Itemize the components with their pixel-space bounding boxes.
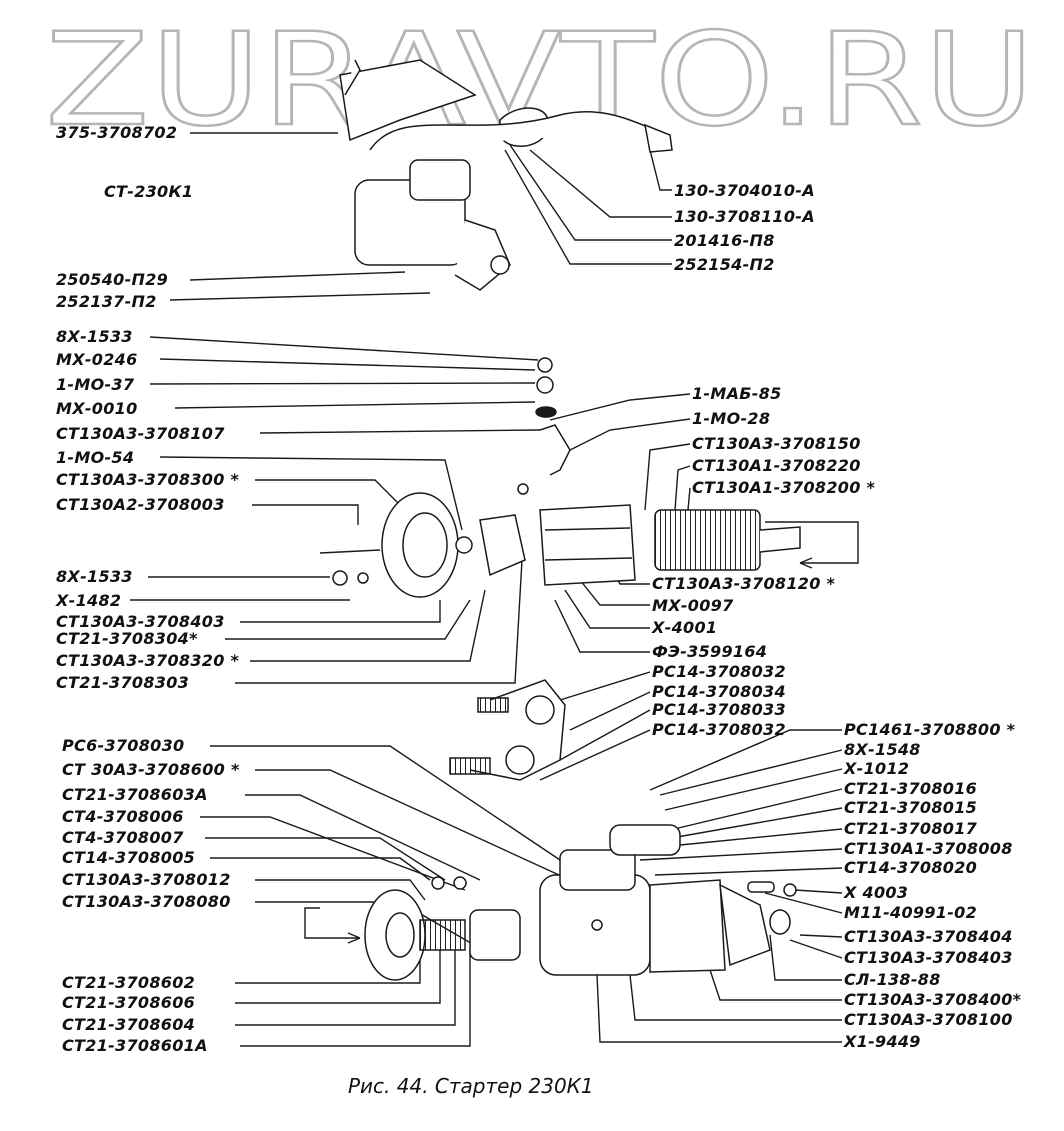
label-375-3708702: 375-3708702 xyxy=(56,123,178,142)
label-st130a3-3708100: СТ130А3-3708100 xyxy=(844,1010,1013,1029)
label-st21-3708602: СТ21-3708602 xyxy=(62,973,196,992)
label-8x-1533-b: 8Х-1533 xyxy=(56,567,133,586)
label-st130a3-3708120: СТ130А3-3708120 * xyxy=(652,574,836,593)
label-1-mo-37: 1-МО-37 xyxy=(56,375,135,394)
label-st130a3-3708404: СТ130А3-3708404 xyxy=(844,927,1013,946)
label-250540-p29: 250540-П29 xyxy=(56,270,169,289)
label-mx-0097: МХ-0097 xyxy=(652,596,734,615)
label-m11-40991-02: М11-40991-02 xyxy=(844,903,977,922)
label-130-3708110-a: 130-3708110-А xyxy=(674,207,815,226)
label-x-4001: Х-4001 xyxy=(652,618,718,637)
label-st14-3708020: СТ14-3708020 xyxy=(844,858,978,877)
label-st130a3-3708400: СТ130А3-3708400* xyxy=(844,990,1022,1009)
label-1-mo-54: 1-МО-54 xyxy=(56,448,135,467)
label-st21-3708601a: СТ21-3708601А xyxy=(62,1036,208,1055)
label-252154-p2: 252154-П2 xyxy=(674,255,775,274)
label-rs1461-3708800: РС1461-3708800 * xyxy=(844,720,1016,739)
label-st4-3708007: СТ4-3708007 xyxy=(62,828,184,847)
label-rs14-3708033: РС14-3708033 xyxy=(652,700,786,719)
label-x-1012: Х-1012 xyxy=(844,759,910,778)
label-1-mab-85: 1-МАБ-85 xyxy=(692,384,782,403)
label-rs14-3708034: РС14-3708034 xyxy=(652,682,786,701)
label-st21-3708304: СТ21-3708304* xyxy=(56,629,198,648)
label-rs14-3708032-b: РС14-3708032 xyxy=(652,720,786,739)
label-201416-p8: 201416-П8 xyxy=(674,231,775,250)
label-st130a2-3708003: СТ130А2-3708003 xyxy=(56,495,225,514)
label-rs6-3708030: РС6-3708030 xyxy=(62,736,185,755)
label-mx-0246: МХ-0246 xyxy=(56,350,138,369)
label-st130a3-3708403-a: СТ130А3-3708403 xyxy=(56,612,225,631)
label-st30a3-3708600: СТ 30А3-3708600 * xyxy=(62,760,240,779)
figure-caption: Рис. 44. Стартер 230К1 xyxy=(348,1074,594,1098)
label-st4-3708006: СТ4-3708006 xyxy=(62,807,184,826)
label-st21-3708303: СТ21-3708303 xyxy=(56,673,190,692)
label-st130a3-3708150: СТ130А3-3708150 xyxy=(692,434,861,453)
label-st130a3-3708300: СТ130А3-3708300 * xyxy=(56,470,240,489)
label-st130a1-3708220: СТ130А1-3708220 xyxy=(692,456,861,475)
label-rs14-3708032-a: РС14-3708032 xyxy=(652,662,786,681)
label-130-3704010-a: 130-3704010-А xyxy=(674,181,815,200)
label-fe-3599164: ФЭ-3599164 xyxy=(652,642,768,661)
label-st130a1-3708008: СТ130А1-3708008 xyxy=(844,839,1013,858)
label-st21-3708017: СТ21-3708017 xyxy=(844,819,978,838)
label-x-1482: Х-1482 xyxy=(56,591,122,610)
label-st130a3-3708080: СТ130А3-3708080 xyxy=(62,892,231,911)
label-st21-3708604: СТ21-3708604 xyxy=(62,1015,196,1034)
label-1-mo-28: 1-МО-28 xyxy=(692,409,771,428)
label-st21-3708603a: СТ21-3708603А xyxy=(62,785,208,804)
label-sl-138-88: СЛ-138-88 xyxy=(844,970,941,989)
label-st130a3-3708320: СТ130А3-3708320 * xyxy=(56,651,240,670)
label-8x-1548: 8Х-1548 xyxy=(844,740,921,759)
label-8x-1533-a: 8Х-1533 xyxy=(56,327,133,346)
label-st130a3-3708012: СТ130А3-3708012 xyxy=(62,870,231,889)
label-x1-9449: Х1-9449 xyxy=(844,1032,921,1051)
label-st21-3708606: СТ21-3708606 xyxy=(62,993,196,1012)
label-st130a3-3708107: СТ130А3-3708107 xyxy=(56,424,225,443)
label-mx-0010: МХ-0010 xyxy=(56,399,138,418)
label-st21-3708015: СТ21-3708015 xyxy=(844,798,978,817)
label-st21-3708016: СТ21-3708016 xyxy=(844,779,978,798)
label-st130a3-3708403-b: СТ130А3-3708403 xyxy=(844,948,1013,967)
label-st-230k1: СТ-230К1 xyxy=(104,182,194,201)
label-252137-p2: 252137-П2 xyxy=(56,292,157,311)
label-st14-3708005: СТ14-3708005 xyxy=(62,848,196,867)
label-x-4003: Х 4003 xyxy=(844,883,909,902)
label-st130a1-3708200: СТ130А1-3708200 * xyxy=(692,478,876,497)
